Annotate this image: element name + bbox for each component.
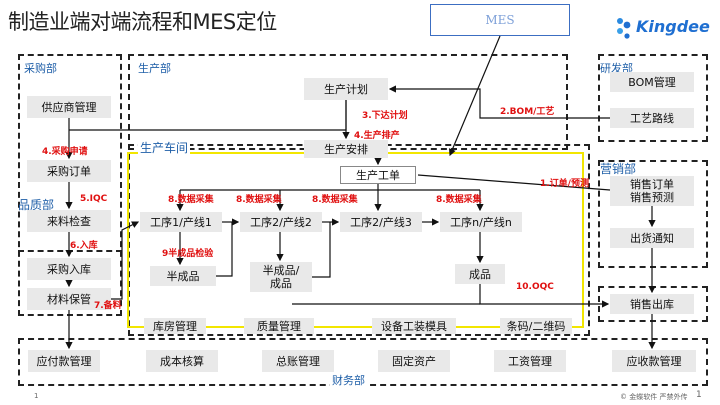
- tag-issue-plan: 3.下达计划: [362, 111, 408, 121]
- fixed-assets-box: 固定资产: [378, 350, 450, 372]
- tag-semi-inspection: 9半成品检验: [162, 249, 214, 259]
- sales-outbound-box: 销售出库: [610, 294, 694, 314]
- tag-data-collection-4: 8.数据采集: [436, 195, 482, 205]
- finished-box: 成品: [455, 264, 505, 284]
- payroll-box: 工资管理: [494, 350, 566, 372]
- section-label-finance: 财务部: [330, 372, 367, 388]
- logo-text: Kingdee: [636, 17, 710, 36]
- tag-material-prep: 7.备料: [94, 301, 122, 311]
- tag-order-forecast: 1.订单/预测: [540, 179, 589, 189]
- section-label-sales: 营销部: [600, 162, 637, 176]
- semi-finished-box: 半成品: [150, 266, 216, 286]
- semi-or-finished-box: 半成品/成品: [250, 262, 312, 292]
- kingdee-logo-icon: [617, 18, 631, 39]
- tag-iqc: 5.IQC: [80, 194, 108, 204]
- ap-mgmt-box: 应付款管理: [28, 350, 100, 372]
- sales-order-box: 销售订单销售预测: [610, 176, 694, 206]
- page-number-right: 1: [696, 390, 702, 400]
- tag-bom-process: 2.BOM/工艺: [500, 107, 555, 117]
- mes-callout: MES: [430, 4, 570, 36]
- production-plan-box: 生产计划: [304, 78, 388, 100]
- warehouse-mgmt-box: 库房管理: [144, 318, 206, 334]
- tag-warehousing: 6.入库: [70, 241, 98, 251]
- quality-mgmt-box: 质量管理: [244, 318, 314, 334]
- material-storage-box: 材料保管: [27, 288, 111, 310]
- tag-data-collection-3: 8.数据采集: [312, 195, 358, 205]
- supplier-mgmt-box: 供应商管理: [27, 96, 111, 118]
- sales-frame: [598, 160, 708, 268]
- section-label-quality: 品质部: [18, 198, 55, 212]
- process-n-box: 工序n/产线n: [440, 212, 522, 232]
- process-2a-box: 工序2/产线2: [240, 212, 322, 232]
- general-ledger-box: 总账管理: [262, 350, 334, 372]
- process-2b-box: 工序2/产线3: [340, 212, 422, 232]
- copyright-text: © 金蝶软件 严禁外传: [620, 393, 688, 401]
- section-label-workshop: 生产车间: [138, 139, 191, 156]
- incoming-inspection-box: 来料检查: [27, 210, 111, 232]
- tag-data-collection-2: 8.数据采集: [236, 195, 282, 205]
- purchase-order-box: 采购订单: [27, 160, 111, 182]
- process-route-box: 工艺路线: [610, 108, 694, 128]
- cost-accounting-box: 成本核算: [146, 350, 218, 372]
- ar-mgmt-box: 应收款管理: [612, 350, 696, 372]
- rd-frame: [598, 54, 708, 142]
- bom-mgmt-box: BOM管理: [610, 72, 694, 92]
- page-title: 制造业端对端流程和MES定位: [8, 10, 277, 34]
- kingdee-logo: Kingdee: [614, 14, 714, 42]
- procurement-frame: [18, 54, 122, 316]
- section-label-procurement: 采购部: [24, 62, 57, 75]
- section-label-production: 生产部: [138, 62, 171, 75]
- delivery-notice-box: 出货通知: [610, 228, 694, 248]
- process-1-box: 工序1/产线1: [140, 212, 222, 232]
- equipment-tooling-box: 设备工装模具: [372, 318, 456, 334]
- tag-purchase-request: 4.采购申请: [42, 147, 88, 157]
- tag-oqc: 10.OQC: [516, 282, 554, 292]
- purchase-receipt-box: 采购入库: [27, 258, 111, 280]
- production-schedule-box: 生产安排: [304, 140, 388, 158]
- work-order-box: 生产工单: [340, 166, 416, 184]
- page-number-left: 1: [34, 392, 39, 400]
- barcode-box: 条码/二维码: [500, 318, 572, 334]
- tag-data-collection-1: 8.数据采集: [168, 195, 214, 205]
- section-label-rd: 研发部: [600, 62, 633, 75]
- tag-production-scheduling: 4.生产排产: [354, 131, 400, 141]
